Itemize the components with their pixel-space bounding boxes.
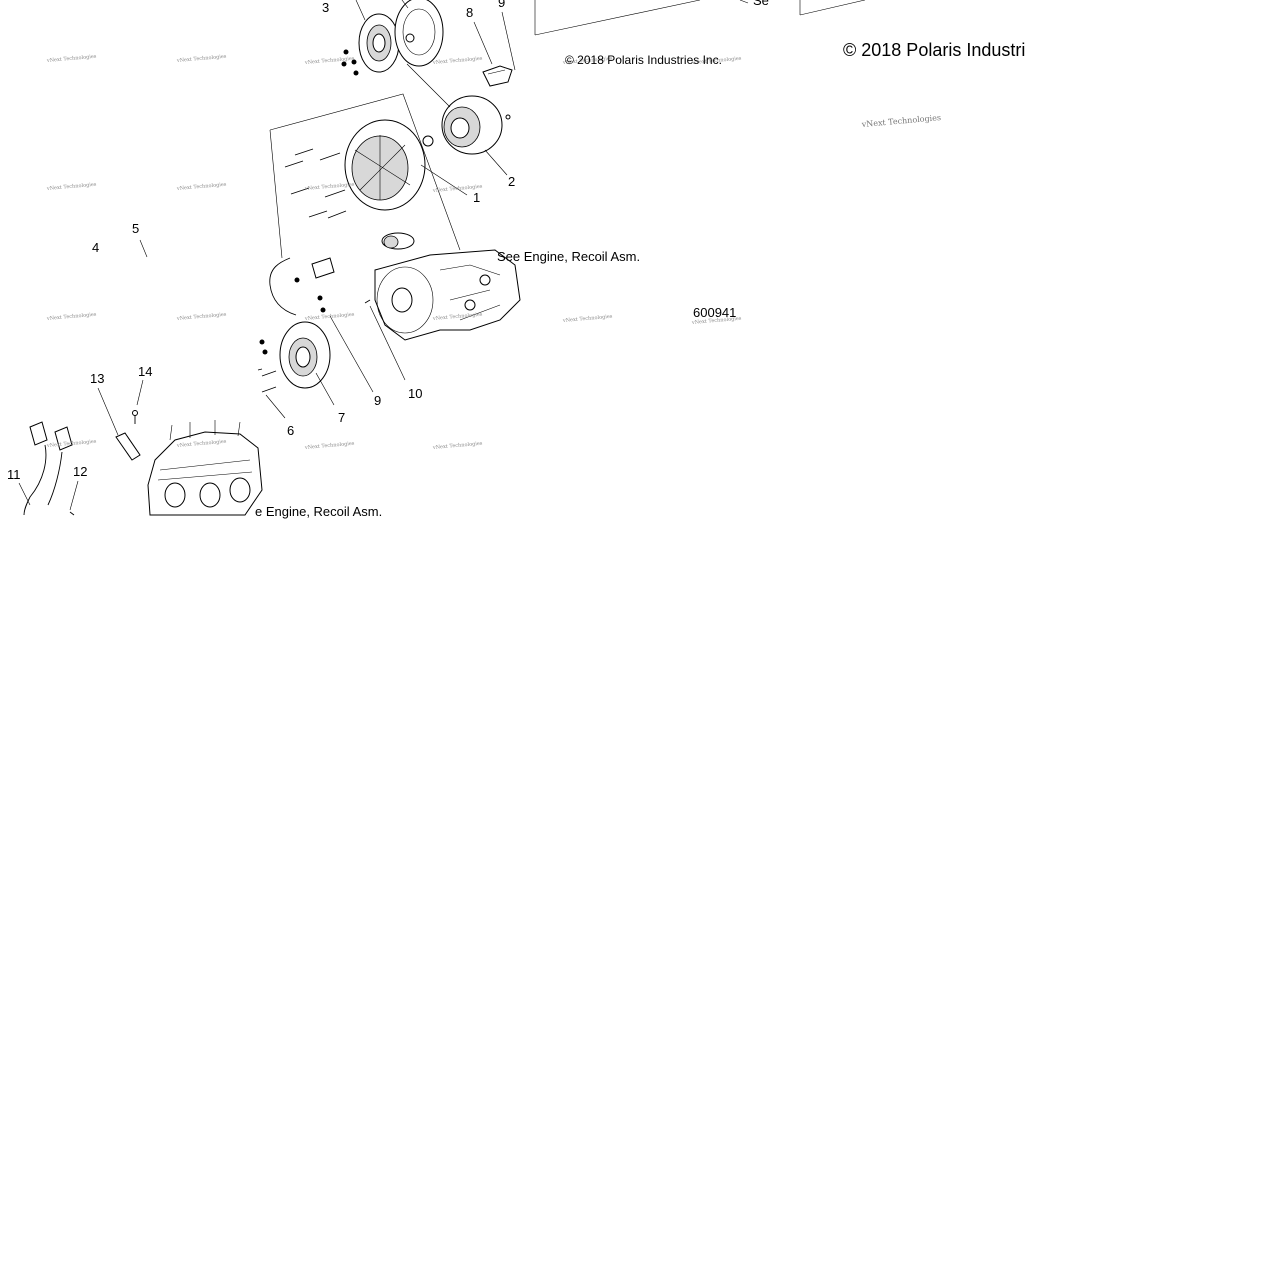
cover-part-1: [344, 119, 434, 211]
flywheel-part-2: [441, 95, 511, 155]
figure-number: 600941: [693, 305, 736, 320]
watermark-text: vNext Technologies: [304, 312, 355, 322]
watermark-text: vNext Technologies: [176, 54, 227, 64]
notes: See Engine, Recoil Asm. e Engine, Recoil…: [255, 0, 769, 519]
callout-3: 3: [322, 0, 329, 15]
harness-lower: [23, 421, 75, 516]
callout-11: 11: [7, 467, 21, 482]
callout-7: 7: [338, 410, 345, 425]
frame-lines: [269, 0, 866, 259]
flywheel-top: [341, 0, 444, 76]
callout-4: 4: [92, 240, 99, 255]
callout-1: 1: [473, 190, 480, 205]
callout-6: 6: [287, 423, 294, 438]
callout-10: 10: [408, 386, 422, 401]
watermark-text: vNext Technologies: [176, 439, 227, 449]
leader-lines: [18, 0, 516, 511]
bracket-part-8: [482, 65, 513, 87]
watermark-text: vNext Technologies: [46, 182, 97, 192]
engine-upper: [374, 249, 521, 341]
watermark-text: vNext Technologies: [860, 113, 941, 129]
callout-13: 13: [90, 371, 104, 386]
see-engine-note-upper: See Engine, Recoil Asm.: [497, 249, 640, 264]
watermark-text: vNext Technologies: [562, 314, 613, 324]
callout-12: 12: [73, 464, 87, 479]
watermark-text: vNext Technologies: [46, 312, 97, 322]
watermark-text: vNext Technologies: [176, 182, 227, 192]
callout-5: 5: [132, 221, 139, 236]
watermark-text: vNext Technologies: [432, 441, 483, 451]
watermark-text: vNext Technologies: [432, 56, 483, 66]
bolts-group: [284, 148, 347, 219]
watermark-text: vNext Technologies: [691, 316, 742, 326]
wire-connector-upper: [259, 257, 371, 355]
watermark-text: vNext Technologies: [562, 56, 613, 66]
watermark-text: vNext Technologies: [46, 439, 97, 449]
watermark-text: vNext Technologies: [691, 56, 742, 66]
watermark-text: vNext Technologies: [46, 54, 97, 64]
sensor-part-13: [115, 410, 141, 461]
watermark-text: vNext Technologies: [432, 312, 483, 322]
callout-9: 9: [374, 393, 381, 408]
see-engine-note-lower: e Engine, Recoil Asm.: [255, 504, 382, 519]
callout-8: 8: [466, 5, 473, 20]
callout-2: 2: [508, 174, 515, 189]
callouts: 3 8 9 2 1 5 4 9 10 7 6 13 14 11 12: [7, 0, 515, 482]
copyright-small: © 2018 Polaris Industries Inc.: [565, 53, 722, 67]
watermarks: vNext Technologies vNext Technologies vN…: [46, 54, 942, 451]
watermark-text: vNext Technologies: [304, 182, 355, 192]
copyright-large: © 2018 Polaris Industri: [843, 40, 1025, 60]
cap-part: [381, 232, 415, 250]
watermark-text: vNext Technologies: [432, 184, 483, 194]
engine-lower: [147, 420, 263, 516]
watermark-text: vNext Technologies: [304, 56, 355, 66]
copyright-notices: © 2018 Polaris Industries Inc. © 2018 Po…: [565, 40, 1025, 67]
watermark-text: vNext Technologies: [304, 441, 355, 451]
stator-part-7: [257, 321, 331, 393]
callout-14: 14: [138, 364, 152, 379]
see-note-fragment: Se: [753, 0, 769, 8]
callout-9-top: 9: [498, 0, 505, 10]
watermark-text: vNext Technologies: [176, 312, 227, 322]
